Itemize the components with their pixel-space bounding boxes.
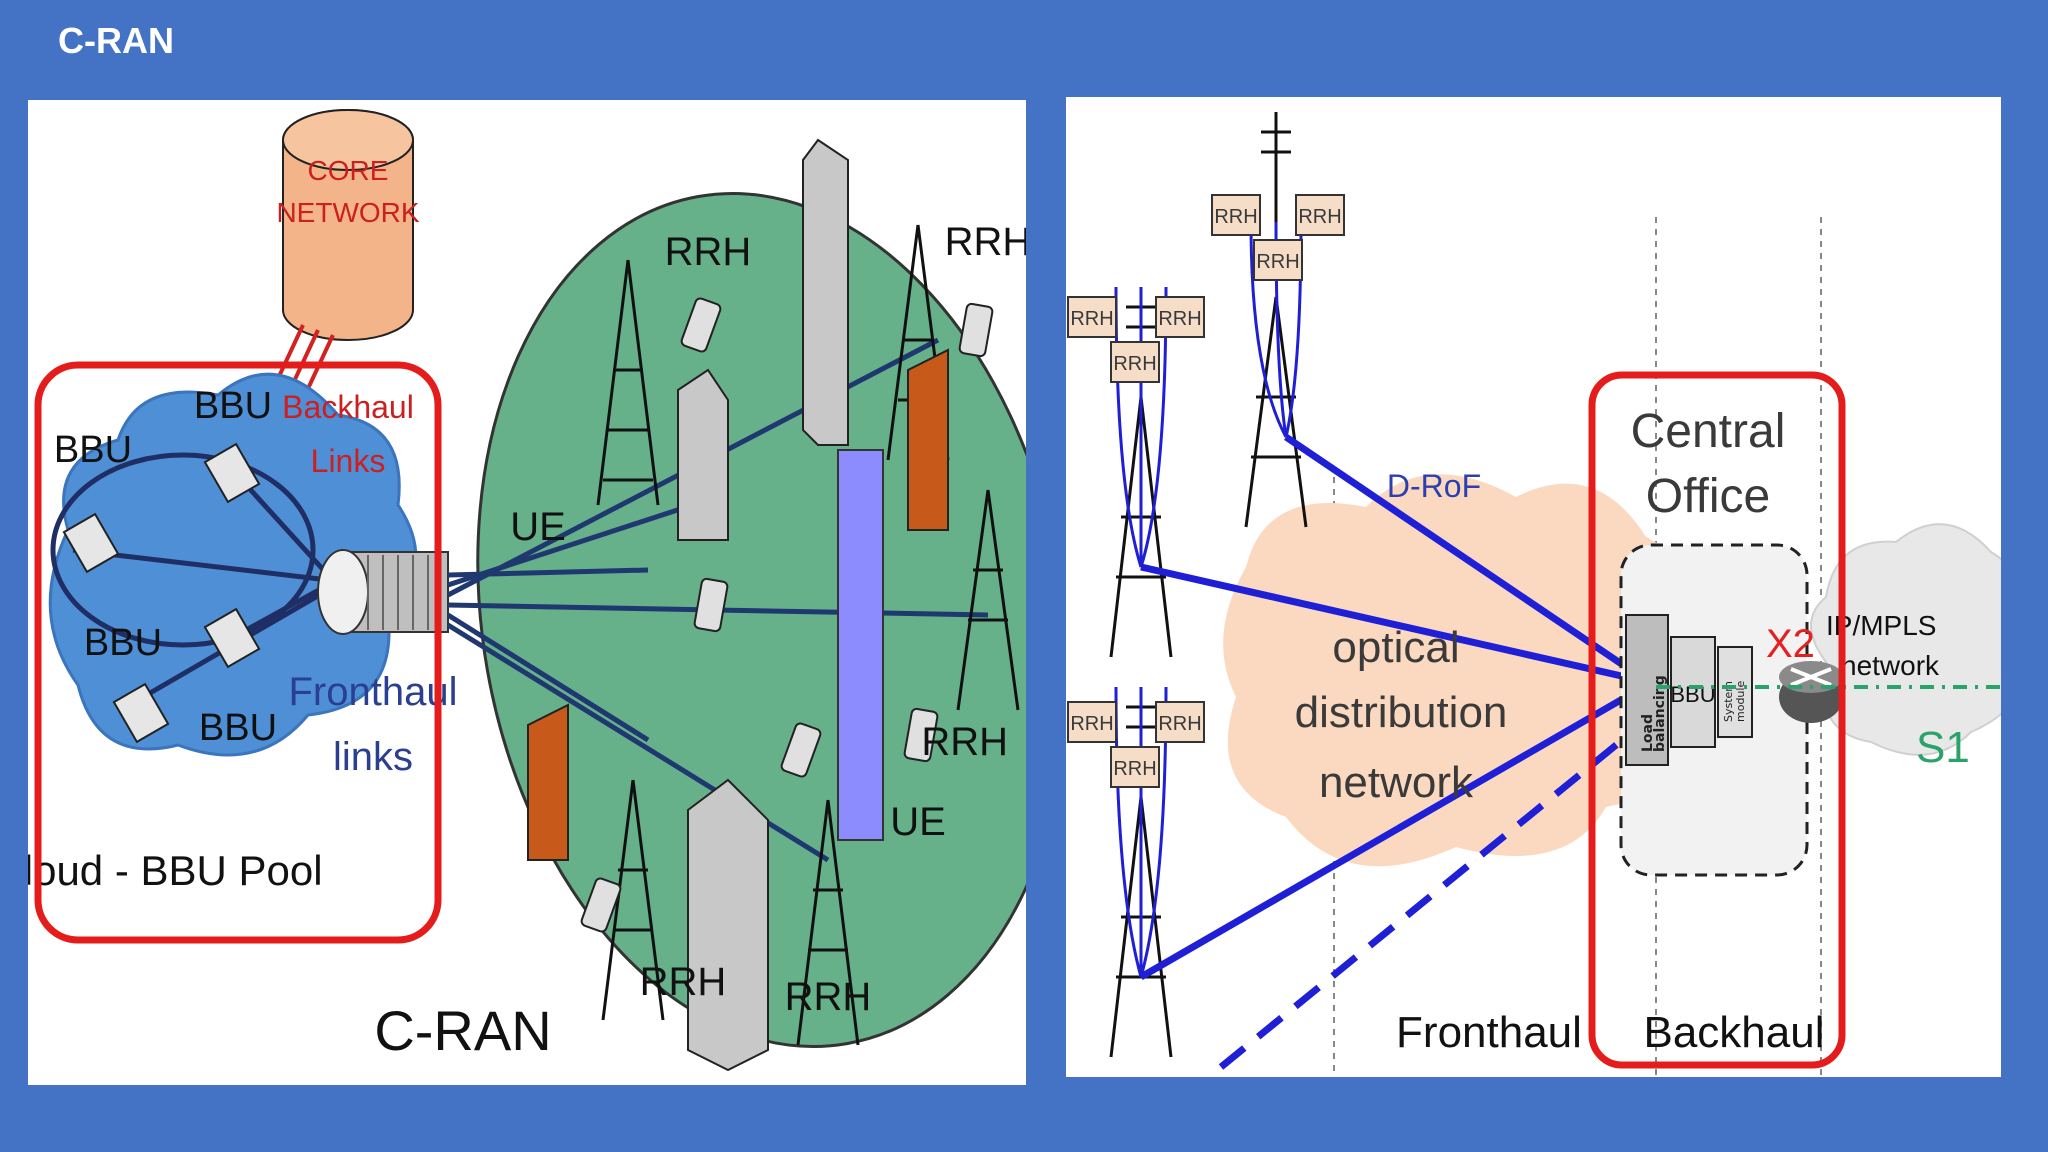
load-balancing-label-2: balancing <box>1652 675 1668 752</box>
rrh-label-7: RRH <box>1070 713 1113 735</box>
bbu-unit <box>1670 636 1716 748</box>
odn-cloud <box>1223 474 1700 867</box>
bbu-label-4: BBU <box>199 707 277 749</box>
bbu-label-2: BBU <box>194 385 272 427</box>
rrh-label-2: RRH <box>1158 308 1201 330</box>
rrh-label-6: RRH <box>1256 251 1299 273</box>
router-icon <box>1779 661 1843 723</box>
central-office-label-2: Office <box>1646 470 1771 523</box>
rrh-label-5: RRH <box>1298 206 1341 228</box>
rrh-label-4: RRH <box>1214 206 1257 228</box>
cran-architecture-diagram: CORE NETWORK BBU BBU BBU <box>28 100 1026 1085</box>
x2-label: X2 <box>1766 622 1815 666</box>
core-network: CORE NETWORK <box>276 109 420 341</box>
odn-label-3: network <box>1319 758 1474 807</box>
rrh-label-1: RRH <box>1070 308 1113 330</box>
fronthaul-backhaul-diagram: RRH RRH RRH RRH RRH RRH RRH RRH RRH D-Ro… <box>1066 97 2001 1077</box>
fronthaul-label-2: links <box>333 735 413 779</box>
rrh-label-2: RRH <box>945 220 1026 264</box>
backhaul-label: Backhaul <box>1643 1008 1824 1057</box>
rrh-label-9: RRH <box>1113 758 1156 780</box>
rrh-label-3: RRH <box>1113 353 1156 375</box>
fronthaul-connector <box>317 549 449 635</box>
backhaul-label-2: Links <box>311 443 386 479</box>
ue-devices <box>580 297 994 933</box>
s1-label: S1 <box>1916 723 1970 772</box>
system-module-unit <box>1717 646 1753 738</box>
core-network-label-1: CORE <box>308 155 389 186</box>
backhaul-label-1: Backhaul <box>282 389 414 425</box>
rrh-label-5: RRH <box>785 975 872 1019</box>
bbu-label-3: BBU <box>84 622 162 664</box>
dashed-fiber <box>1218 734 1629 1070</box>
system-module-label-2: module <box>1734 681 1747 722</box>
odn-label-1: optical <box>1332 623 1459 672</box>
central-office-highlight <box>1588 371 1846 1069</box>
central-office-label-1: Central <box>1631 405 1786 458</box>
central-office-equipment <box>1625 614 1753 766</box>
system-module-label-1: System <box>1722 681 1735 722</box>
fronthaul-label: Fronthaul <box>1396 1008 1582 1057</box>
load-balancing-label-1: Load <box>1640 714 1656 752</box>
ue-label-2: UE <box>890 800 946 844</box>
rrh-label-3: RRH <box>921 720 1008 764</box>
ipmpls-label-2: network <box>1841 650 1940 681</box>
bbu-label-1: BBU <box>54 429 132 471</box>
core-network-label-2: NETWORK <box>276 197 419 228</box>
bbu-pool-highlight <box>34 361 442 944</box>
bbu-units <box>62 442 261 744</box>
rrh-label-1: RRH <box>665 230 752 274</box>
buildings <box>527 138 949 1072</box>
fronthaul-label-1: Fronthaul <box>289 670 458 714</box>
slide-title: C-RAN <box>58 20 174 61</box>
load-balancing-unit <box>1625 614 1669 766</box>
ue-label-1: UE <box>510 505 566 549</box>
rrh-label-8: RRH <box>1158 713 1201 735</box>
rrh-label-4: RRH <box>640 960 727 1004</box>
rrh-towers <box>596 224 1020 1046</box>
rrh-boxes <box>1067 194 1345 788</box>
odn-label-2: distribution <box>1295 688 1508 737</box>
drof-label: D-RoF <box>1387 468 1481 504</box>
cran-caption: C-RAN <box>374 999 551 1062</box>
bbu-pool-label: Cloud - BBU Pool <box>28 847 323 894</box>
